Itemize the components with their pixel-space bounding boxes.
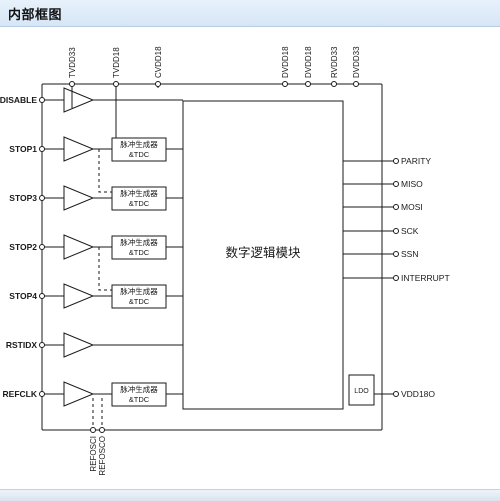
miso-pin <box>393 181 399 187</box>
stop2-pin <box>39 244 45 250</box>
miso-label: MISO <box>401 179 423 189</box>
stop3-pulse-label: 脉冲生成器 <box>120 188 158 198</box>
dvdd33-pin <box>353 81 359 87</box>
rstidx-pin <box>39 342 45 348</box>
section-header: 内部框图 <box>0 0 500 27</box>
stop2-label: STOP2 <box>9 242 37 252</box>
tvdd33-label: TVDD33 <box>68 47 77 78</box>
cvdd18-label: CVDD18 <box>154 46 163 78</box>
rvdd33-pin <box>331 81 337 87</box>
refosci-pin <box>90 427 96 433</box>
refclk-pin <box>39 391 45 397</box>
stop2-pulse-label: 脉冲生成器 <box>120 237 158 247</box>
dvdd18-b-pin <box>305 81 311 87</box>
disable-label: DISABLE <box>0 95 37 105</box>
disable-buffer <box>63 87 95 113</box>
chip-outline <box>41 83 383 431</box>
stop4-pulse-label: 脉冲生成器 <box>120 286 158 296</box>
stop2-buffer <box>63 234 95 260</box>
sck-pin <box>393 228 399 234</box>
stop1-buffer <box>63 136 95 162</box>
refclk-tdc-label: &TDC <box>129 395 150 404</box>
parity-pin <box>393 158 399 164</box>
tvdd18-label: TVDD18 <box>112 47 121 78</box>
stop2-tdc-label: &TDC <box>129 248 150 257</box>
digital-logic-block <box>182 100 344 410</box>
dvdd18-a-label: DVDD18 <box>281 46 290 78</box>
refclk-pulse-label: 脉冲生成器 <box>120 384 158 394</box>
stop1-tdc-label: &TDC <box>129 150 150 159</box>
stop1-label: STOP1 <box>9 144 37 154</box>
bottom-border <box>0 489 500 501</box>
refclk-label: REFCLK <box>3 389 38 399</box>
ssn-pin <box>393 251 399 257</box>
stop3-tdc-label: &TDC <box>129 199 150 208</box>
stop1-pin <box>39 146 45 152</box>
tvdd33-pin <box>69 81 75 87</box>
mosi-pin <box>393 204 399 210</box>
stop4-label: STOP4 <box>9 291 37 301</box>
rvdd33-label: RVDD33 <box>330 46 339 78</box>
stop3-label: STOP3 <box>9 193 37 203</box>
rstidx-label: RSTIDX <box>6 340 38 350</box>
stop1-pulse-label: 脉冲生成器 <box>120 139 158 149</box>
stop4-tdc-label: &TDC <box>129 297 150 306</box>
ldo-block <box>348 374 375 406</box>
interrupt-pin <box>393 275 399 281</box>
vdd18o-pin <box>393 391 399 397</box>
stop4-buffer <box>63 283 95 309</box>
section-title: 内部框图 <box>8 8 63 23</box>
parity-label: PARITY <box>401 156 431 166</box>
disable-pin <box>39 97 45 103</box>
stop4-pin <box>39 293 45 299</box>
stop3-buffer <box>63 185 95 211</box>
tvdd18-pin <box>113 81 119 87</box>
mosi-label: MOSI <box>401 202 423 212</box>
stop3-pin <box>39 195 45 201</box>
sck-label: SCK <box>401 226 419 236</box>
dvdd18-b-label: DVDD18 <box>304 46 313 78</box>
refosco-label: REFOSCO <box>98 436 107 476</box>
refosci-label: REFOSCI <box>89 436 98 472</box>
refclk-buffer <box>63 381 95 407</box>
digital-logic-label: 数字逻辑模块 <box>225 245 301 260</box>
dvdd33-label: DVDD33 <box>352 46 361 78</box>
vdd18o-label: VDD18O <box>401 389 435 399</box>
dvdd18-a-pin <box>282 81 288 87</box>
ldo-label: LDO <box>354 388 369 395</box>
interrupt-label: INTERRUPT <box>401 273 450 283</box>
cvdd18-pin <box>155 81 161 87</box>
refosco-pin <box>99 427 105 433</box>
ssn-label: SSN <box>401 249 418 259</box>
rstidx-buffer <box>63 332 95 358</box>
